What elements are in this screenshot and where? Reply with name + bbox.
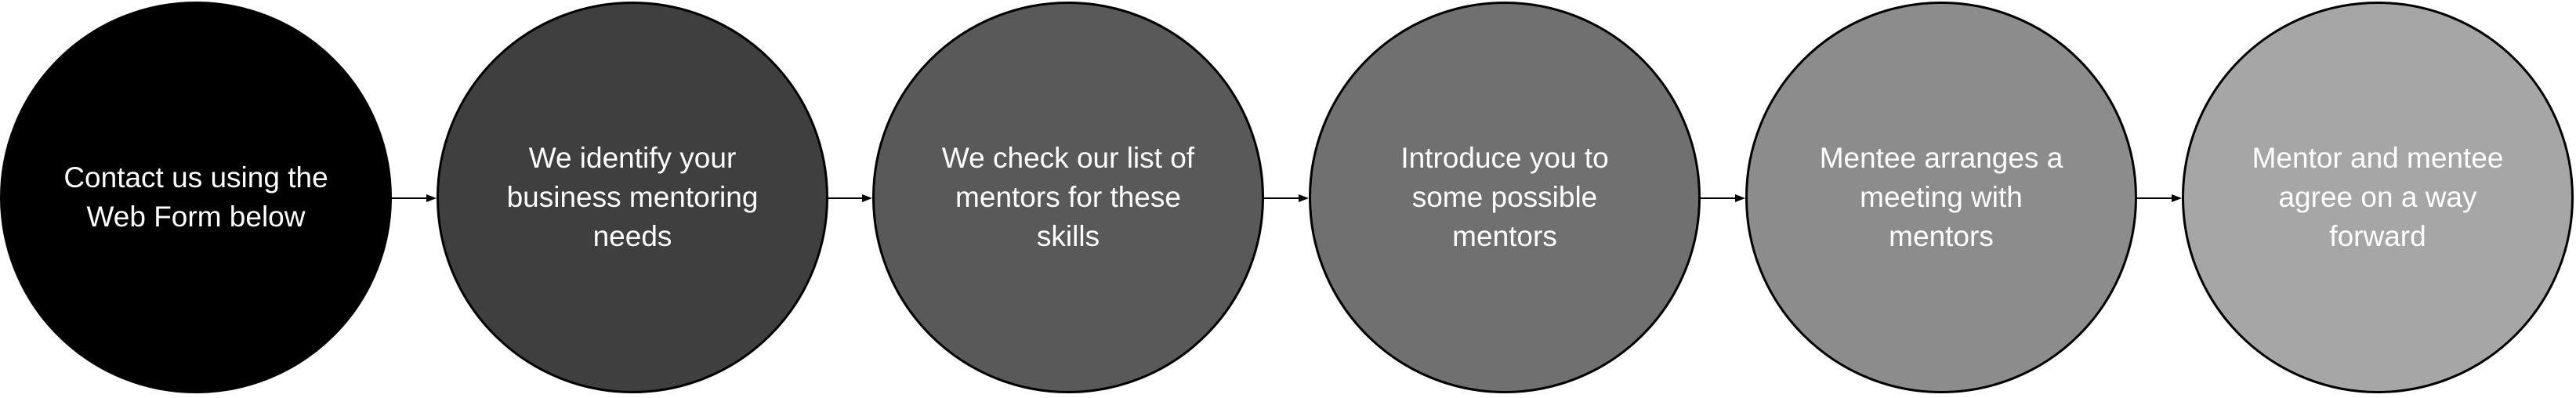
arrow-1-2-line: [392, 197, 427, 199]
arrow-5-6: [2137, 194, 2182, 202]
step-3-circle: We check our list of mentors for these s…: [872, 2, 1264, 393]
arrow-2-3: [828, 194, 872, 202]
step-2-label: We identify your business mentoring need…: [506, 142, 759, 252]
arrow-4-5: [1701, 194, 1745, 202]
step-4-circle: Introduce you to some possible mentors: [1309, 2, 1701, 393]
arrow-4-5-line: [1701, 197, 1736, 199]
arrow-3-4-line: [1264, 197, 1299, 199]
step-6-label: Mentor and mentee agree on a way forward: [2252, 142, 2504, 252]
arrow-1-2: [392, 194, 437, 202]
arrow-2-3-head-icon: [862, 194, 872, 202]
arrow-1-2-head-icon: [426, 194, 437, 202]
step-4-label: Introduce you to some possible mentors: [1400, 142, 1609, 252]
arrow-2-3-line: [828, 197, 863, 199]
step-6-circle: Mentor and mentee agree on a way forward: [2182, 2, 2574, 393]
arrow-5-6-head-icon: [2172, 194, 2182, 202]
arrow-5-6-line: [2137, 197, 2172, 199]
arrow-4-5-head-icon: [1735, 194, 1745, 202]
step-2-circle: We identify your business mentoring need…: [437, 2, 828, 393]
step-5-circle: Mentee arranges a meeting with mentors: [1745, 2, 2137, 393]
arrow-3-4: [1264, 194, 1309, 202]
arrow-3-4-head-icon: [1299, 194, 1309, 202]
step-3-label: We check our list of mentors for these s…: [941, 142, 1195, 252]
step-1-circle: Contact us using the Web Form below: [0, 2, 392, 393]
step-5-label: Mentee arranges a meeting with mentors: [1819, 142, 2063, 252]
step-1-label: Contact us using the Web Form below: [63, 161, 328, 233]
